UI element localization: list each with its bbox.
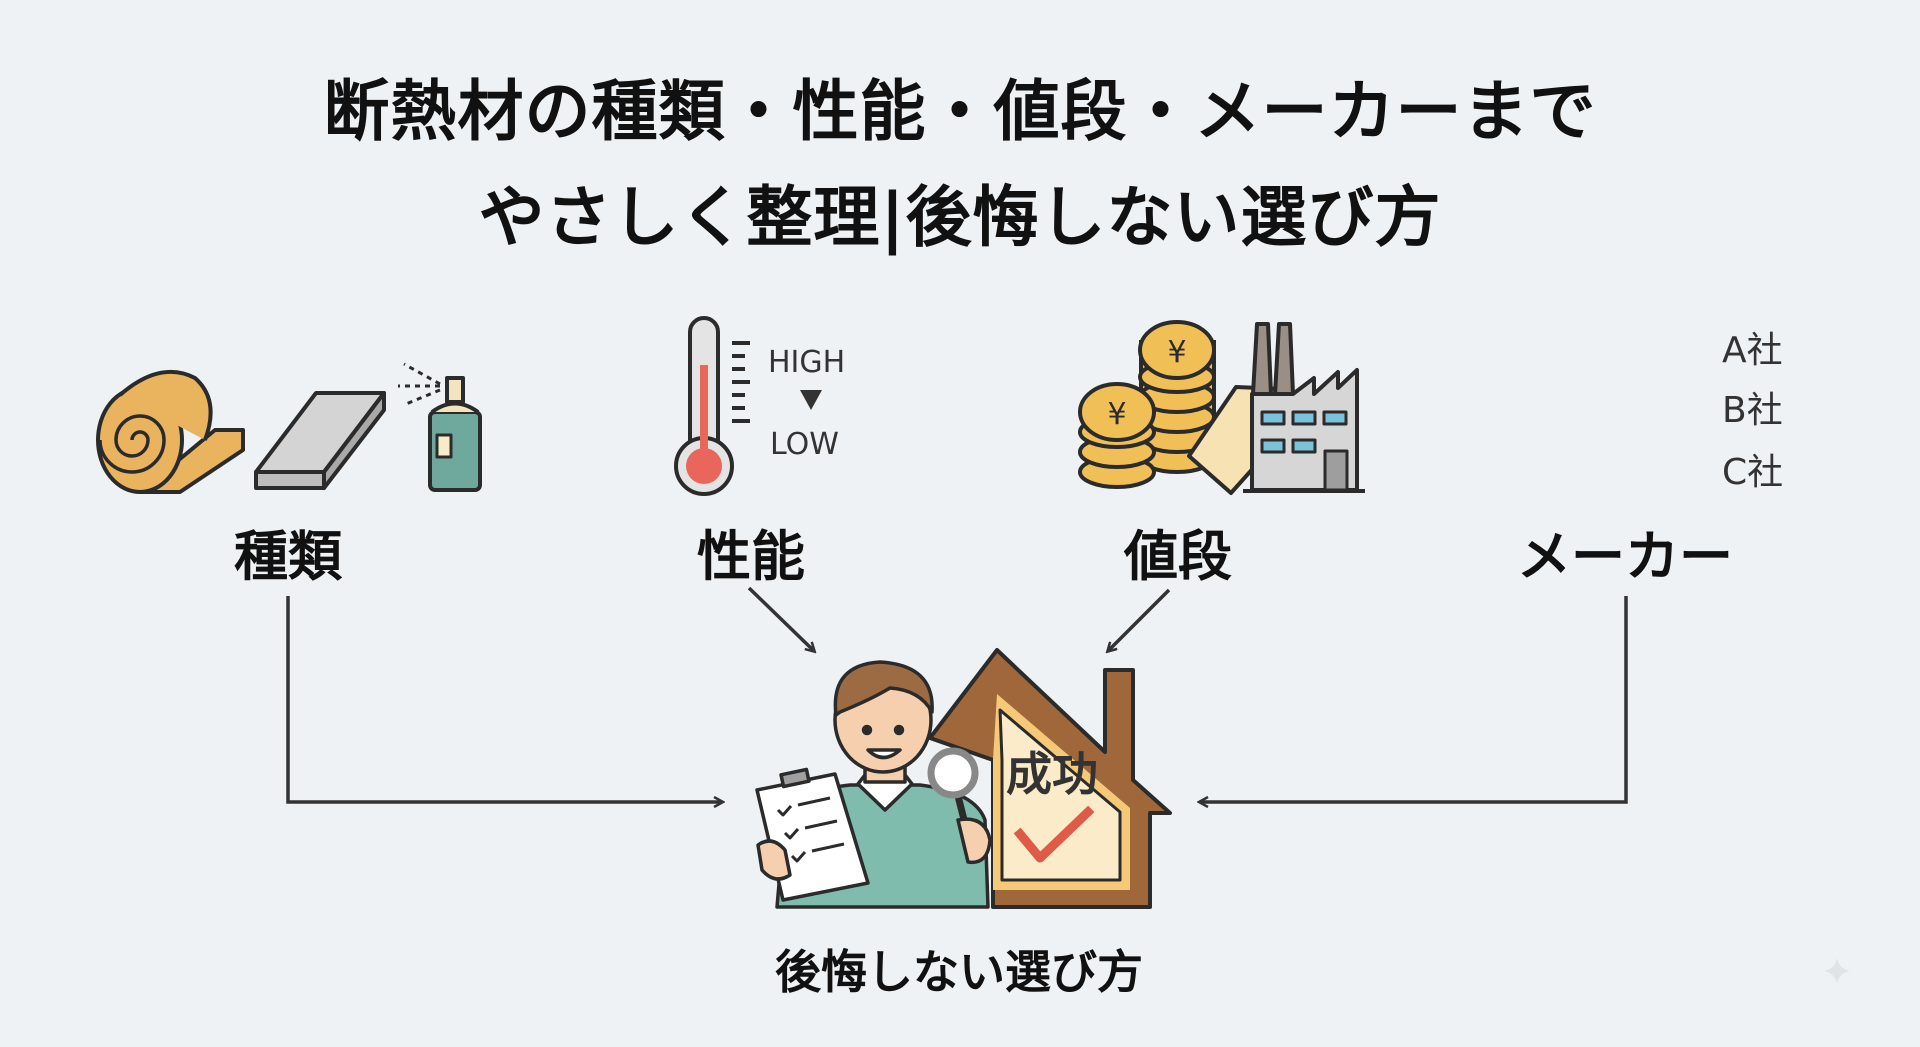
thermometer-icon [674,316,750,496]
person-illustration [755,660,992,909]
factory-icon [1243,322,1365,493]
category-label-makers: メーカー [1517,525,1733,588]
coin-stack-tall: ¥ [1138,320,1216,474]
arrow-price-to-center [1108,588,1171,651]
svg-text:¥: ¥ [1167,335,1186,370]
check-mark-icon [1013,805,1095,863]
maker-label-b: B社 [1722,390,1783,431]
insulation-materials-icon [96,362,482,494]
arrow-types-to-center [286,596,722,802]
magnifier-icon [927,747,992,865]
page-title-line-1: 断熱材の種類・性能・値段・メーカーまで [323,73,1597,150]
maker-label-c: C社 [1722,452,1783,493]
glass-wool-roll-icon [96,369,245,494]
category-label-types: 種類 [234,525,342,588]
house-success-text: 成功 [1006,747,1098,801]
sparkle-watermark-icon [1824,958,1850,984]
svg-text:¥: ¥ [1107,397,1126,432]
down-triangle-icon [800,390,822,410]
clipboard-icon [755,767,870,902]
coin-stack-short: ¥ [1078,382,1156,489]
center-caption: 後悔しない選び方 [775,945,1143,999]
house-icon: 成功 [928,648,1172,909]
maker-label-a: A社 [1722,330,1783,371]
arrow-makers-to-center [1200,596,1628,802]
performance-low-label: LOW [770,427,839,462]
category-label-performance: 性能 [697,525,805,588]
page-title-line-2: やさしく整理|後悔しない選び方 [478,179,1442,256]
foam-board-icon [254,391,386,490]
performance-high-label: HIGH [768,345,845,380]
category-label-price: 値段 [1124,525,1232,588]
arrow-performance-to-center [747,586,814,651]
spray-foam-can-icon [398,362,482,492]
